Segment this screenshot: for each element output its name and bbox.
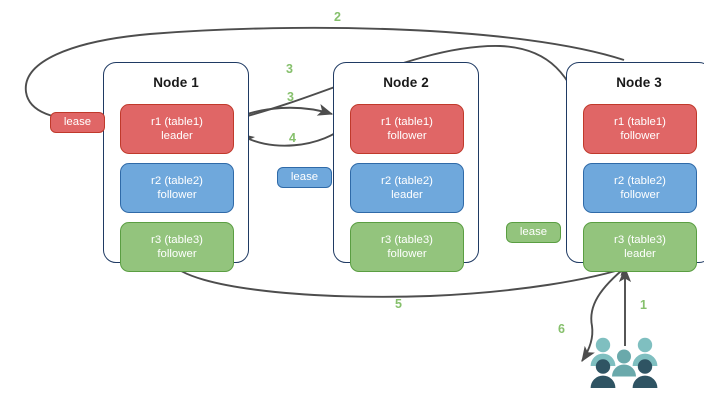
- step-label-3-near: 3: [287, 90, 294, 104]
- replica-role: leader: [161, 130, 193, 142]
- replica-node2-r2[interactable]: r2 (table2) leader: [350, 163, 464, 213]
- replica-node1-r1[interactable]: r1 (table1) leader: [120, 104, 234, 154]
- node-container-node1[interactable]: Node 1 r1 (table1) leader r2 (table2) fo…: [103, 62, 249, 272]
- lease-badge-r3[interactable]: lease: [506, 222, 561, 243]
- node-container-node3[interactable]: Node 3 r1 (table1) follower r2 (table2) …: [566, 62, 704, 272]
- replica-name: r1 (table1): [151, 115, 203, 128]
- lease-badge-r2[interactable]: lease: [277, 167, 332, 188]
- people-middle: [612, 349, 636, 377]
- replica-name: r1 (table1): [614, 115, 666, 128]
- replica-node2-r3[interactable]: r3 (table3) follower: [350, 222, 464, 272]
- replica-name: r3 (table3): [614, 233, 666, 246]
- replica-role: leader: [624, 248, 656, 260]
- replica-node3-r3[interactable]: r3 (table3) leader: [583, 222, 697, 272]
- replica-role: follower: [157, 189, 197, 201]
- replica-name: r2 (table2): [151, 174, 203, 187]
- replica-name: r3 (table3): [381, 233, 433, 246]
- replica-role: follower: [387, 130, 427, 142]
- step-label-5: 5: [395, 297, 402, 311]
- step-label-3-far: 3: [286, 62, 293, 76]
- step-label-1: 1: [640, 298, 647, 312]
- lease-badge-r1[interactable]: lease: [50, 112, 105, 133]
- replica-name: r2 (table2): [381, 174, 433, 187]
- replica-role: follower: [620, 189, 660, 201]
- node-title-node3: Node 3: [616, 75, 662, 90]
- replica-name: r1 (table1): [381, 115, 433, 128]
- node-title-node2: Node 2: [383, 75, 429, 90]
- replica-name: r2 (table2): [614, 174, 666, 187]
- replica-role: follower: [620, 130, 660, 142]
- replica-role: follower: [387, 248, 427, 260]
- replica-role: follower: [157, 248, 197, 260]
- replica-node3-r1[interactable]: r1 (table1) follower: [583, 104, 697, 154]
- replica-role: leader: [391, 189, 423, 201]
- replica-name: r3 (table3): [151, 233, 203, 246]
- replica-node1-r3[interactable]: r3 (table3) follower: [120, 222, 234, 272]
- step-label-6: 6: [558, 322, 565, 336]
- replica-node2-r1[interactable]: r1 (table1) follower: [350, 104, 464, 154]
- people-group-icon: [590, 337, 658, 388]
- people-front-row: [590, 359, 658, 388]
- step-label-2: 2: [334, 10, 341, 24]
- replica-node3-r2[interactable]: r2 (table2) follower: [583, 163, 697, 213]
- step-label-4: 4: [289, 131, 296, 145]
- replica-node1-r2[interactable]: r2 (table2) follower: [120, 163, 234, 213]
- node-title-node1: Node 1: [153, 75, 199, 90]
- node-container-node2[interactable]: Node 2 r1 (table1) follower r2 (table2) …: [333, 62, 479, 272]
